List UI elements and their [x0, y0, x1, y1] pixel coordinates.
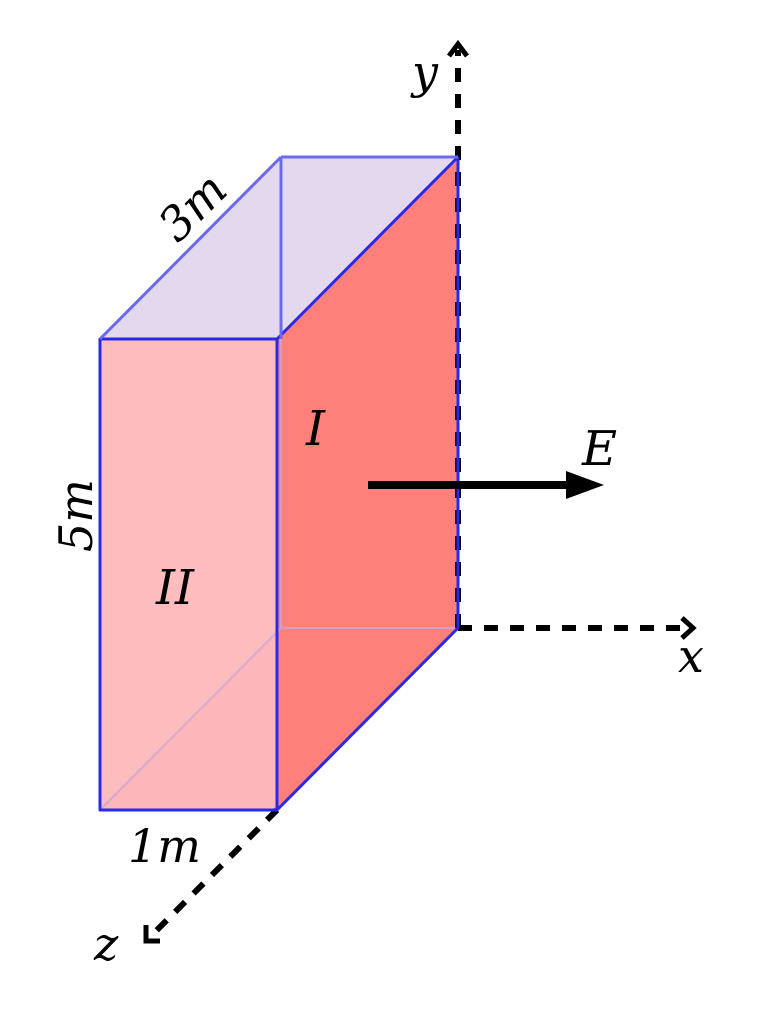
field-label: E [581, 421, 617, 477]
y-axis-label: y [410, 45, 439, 99]
z-axis-arrowhead [143, 925, 160, 944]
face-two [100, 339, 277, 810]
x-axis-label: x [678, 629, 704, 683]
y-axis-arrowhead [447, 39, 469, 58]
visible-edges [98, 155, 460, 812]
height-label: 5m [49, 479, 103, 552]
top-face [100, 157, 458, 339]
top-edges [98, 155, 458, 341]
z-axis-label: z [93, 917, 119, 971]
face-one [277, 157, 458, 810]
face-two-label: II [155, 560, 195, 616]
width-label: 1m [128, 819, 201, 873]
x-axis-arrowhead [680, 616, 697, 640]
z-axis [147, 807, 280, 940]
face-one-label: I [305, 401, 326, 457]
field-arrow [368, 471, 604, 499]
